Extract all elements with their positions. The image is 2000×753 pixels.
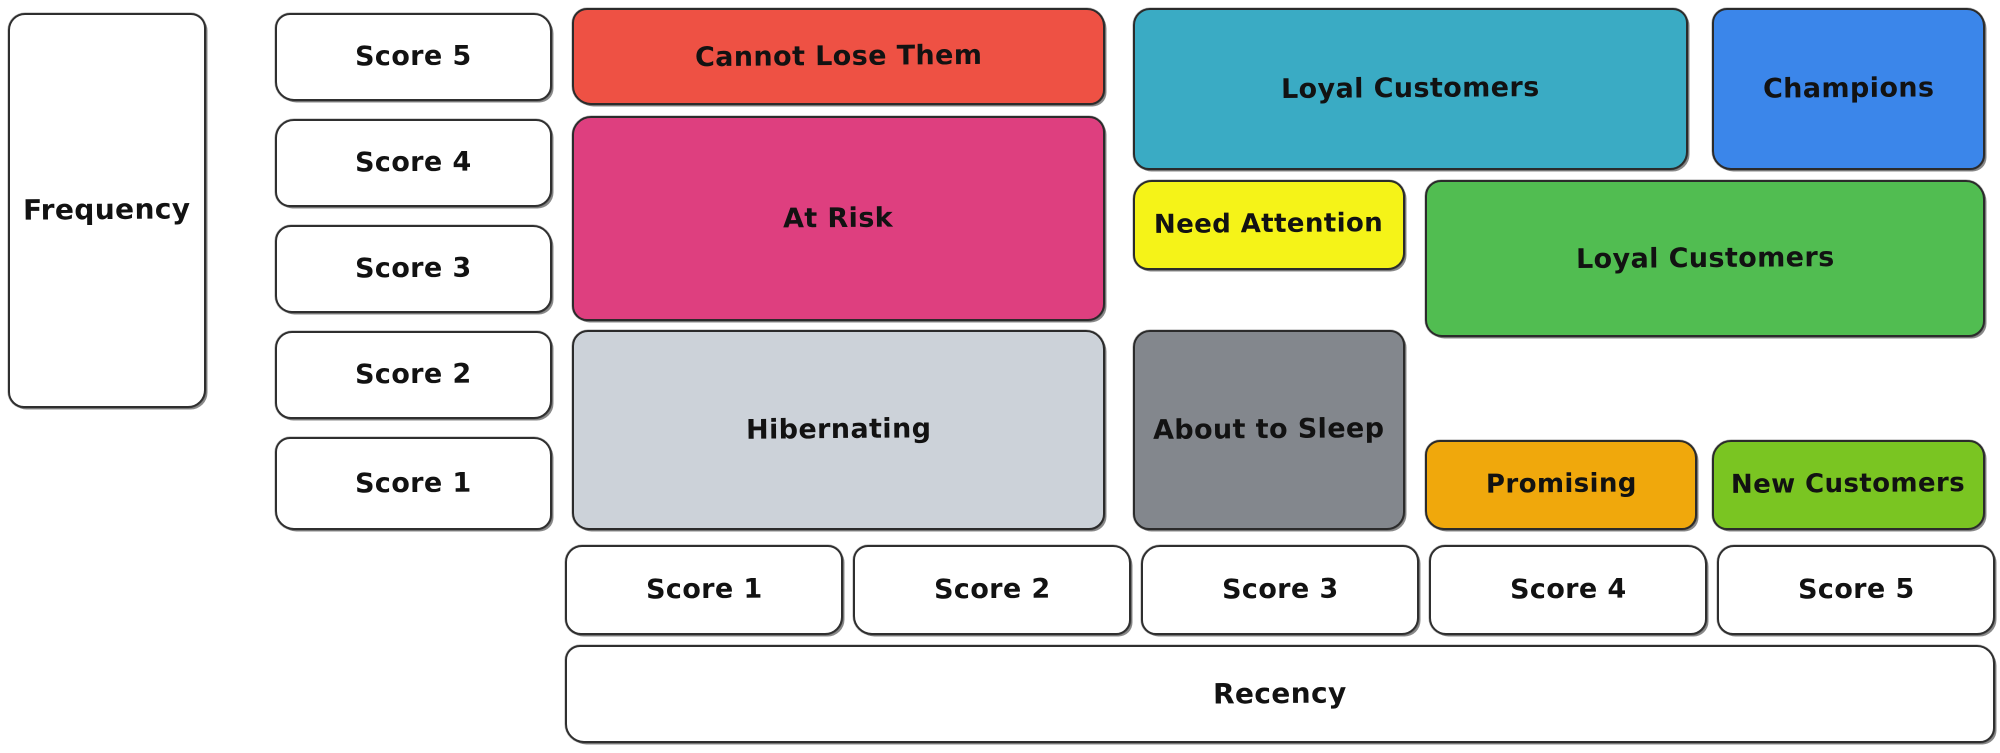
frequency-score-3: Score 3: [275, 225, 552, 313]
segment-at-risk: At Risk: [572, 116, 1105, 321]
frequency-score-4: Score 4: [275, 119, 552, 207]
recency-axis-label-text: Recency: [1212, 676, 1347, 711]
segment-promising: Promising: [1425, 440, 1697, 530]
segment-about-to-sleep: About to Sleep: [1133, 330, 1405, 530]
recency-score-1: Score 1: [565, 545, 843, 635]
frequency-score-2: Score 2: [275, 331, 552, 419]
recency-score-4: Score 4: [1429, 545, 1707, 635]
segment-champions: Champions: [1712, 8, 1985, 170]
recency-score-5: Score 5: [1717, 545, 1995, 635]
frequency-score-5: Score 5: [275, 13, 552, 101]
frequency-score-1: Score 1: [275, 437, 552, 530]
recency-axis-label: Recency: [565, 645, 1995, 743]
frequency-axis-label: Frequency: [8, 13, 206, 408]
segment-loyal-customers-green: Loyal Customers: [1425, 180, 1985, 337]
segment-new-customers: New Customers: [1712, 440, 1985, 530]
segment-need-attention: Need Attention: [1133, 180, 1405, 270]
recency-score-3: Score 3: [1141, 545, 1419, 635]
recency-score-2: Score 2: [853, 545, 1131, 635]
segment-cannot-lose-them: Cannot Lose Them: [572, 8, 1105, 105]
segment-loyal-customers-teal: Loyal Customers: [1133, 8, 1688, 170]
segment-hibernating: Hibernating: [572, 330, 1105, 530]
frequency-axis-label-text: Frequency: [23, 192, 191, 228]
